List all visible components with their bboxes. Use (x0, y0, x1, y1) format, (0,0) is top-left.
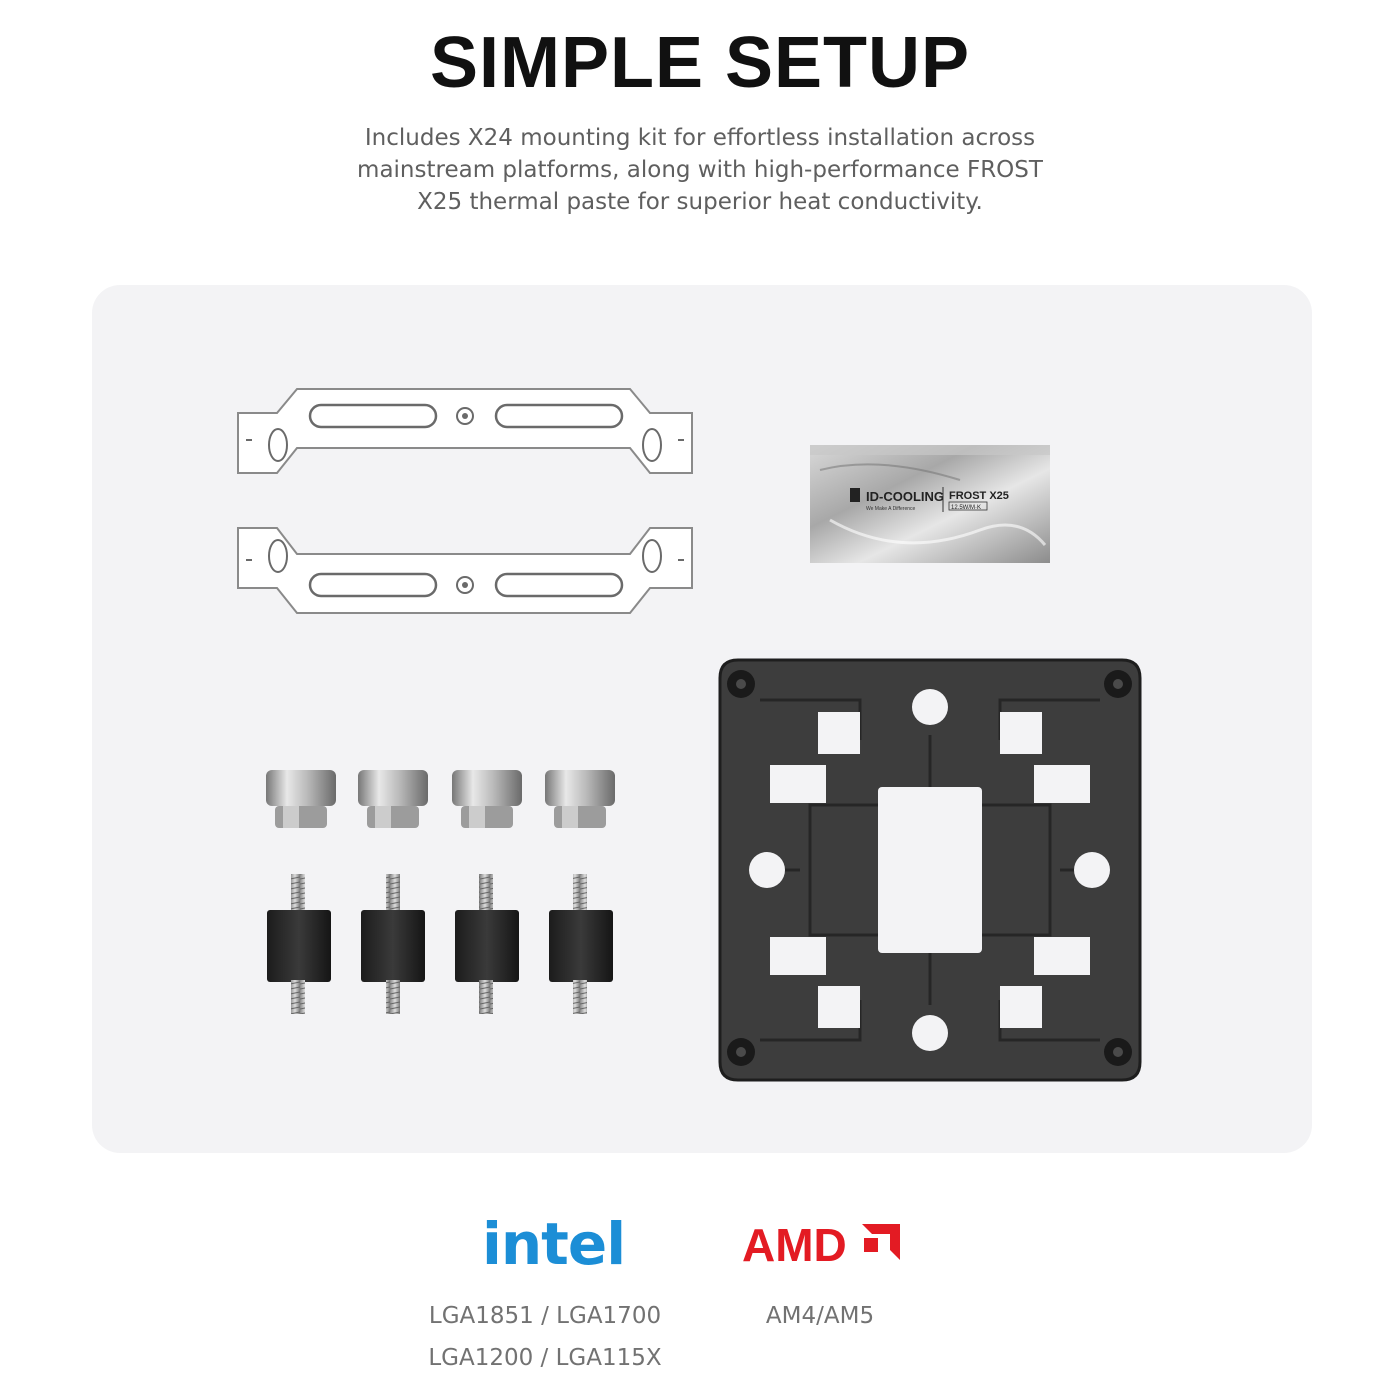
amd-logo: AMD (742, 1219, 847, 1271)
mounting-bar-icon (237, 388, 693, 474)
intel-sockets-line: LGA1851 / LGA1700 (428, 1303, 662, 1329)
thumb-nut-icon (266, 770, 336, 828)
subtitle-line: Includes X24 mounting kit for effortless… (364, 125, 1036, 151)
kit-illustration: ID-COOLING We Make A Difference FROST X2… (237, 388, 1142, 1082)
thumb-nut-icon (545, 770, 615, 828)
subtitle: Includes X24 mounting kit for effortless… (350, 122, 1050, 218)
intel-logo: intel (482, 1210, 626, 1278)
intel-sockets-line: LGA1200 / LGA115X (428, 1345, 662, 1371)
standoff-icon (549, 874, 613, 1014)
subtitle-line: X25 thermal paste for superior heat cond… (417, 189, 983, 215)
mounting-bar-icon (237, 527, 693, 614)
paste-spec: 12.5W/M·K (951, 505, 981, 511)
thermal-paste-icon: ID-COOLING We Make A Difference FROST X2… (810, 445, 1050, 563)
amd-arrow-icon (862, 1224, 900, 1260)
thumb-nut-icon (358, 770, 428, 828)
paste-tagline: We Make A Difference (866, 506, 916, 512)
standoff-icon (267, 874, 331, 1014)
standoff-icon (455, 874, 519, 1014)
paste-brand: ID-COOLING (866, 489, 944, 504)
subtitle-line: mainstream platforms, along with high-pe… (357, 157, 1043, 183)
standoff-icon (361, 874, 425, 1014)
amd-sockets-line: AM4/AM5 (765, 1303, 875, 1329)
paste-product: FROST X25 (949, 490, 1009, 502)
page-title: SIMPLE SETUP (429, 23, 971, 103)
backplate-icon (718, 658, 1142, 1082)
thumb-nut-icon (452, 770, 522, 828)
